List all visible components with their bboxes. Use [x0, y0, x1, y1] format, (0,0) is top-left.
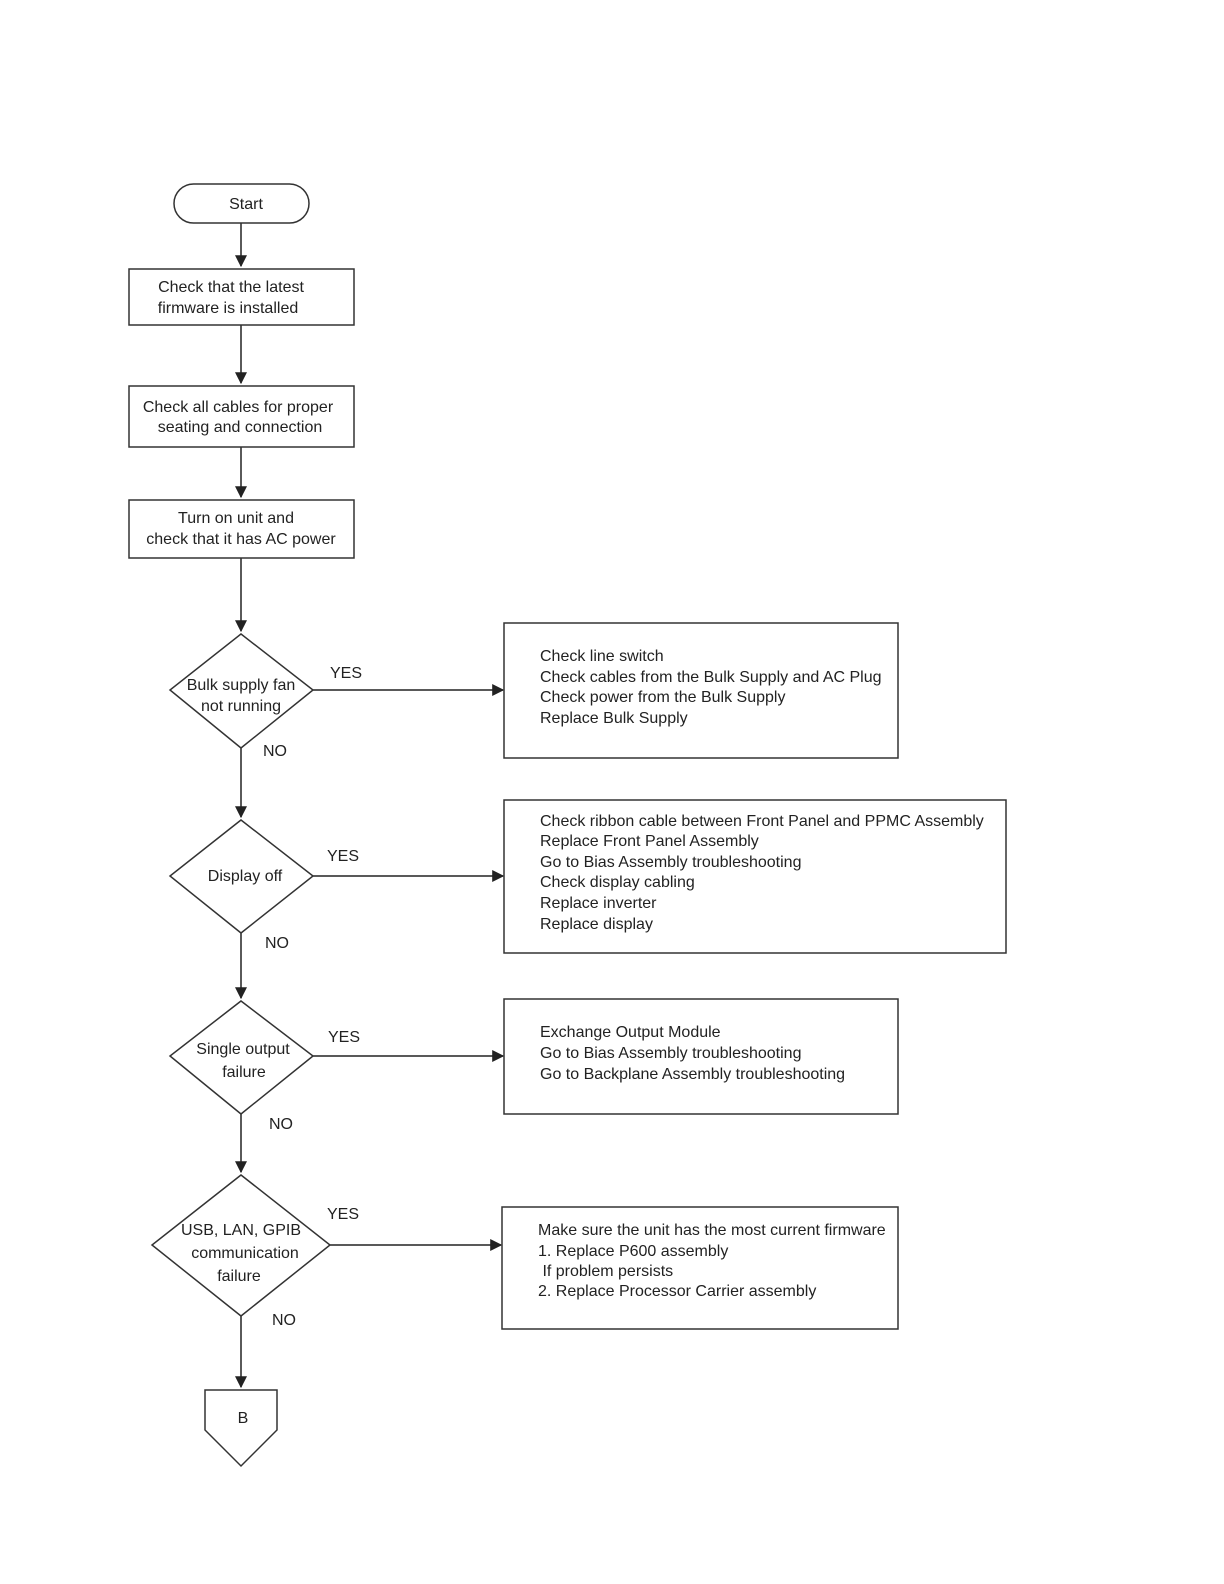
- process-step-cables: Check all cables for proper seating and …: [128, 385, 355, 448]
- step-line: check that it has AC power: [146, 531, 336, 548]
- decision-bulk-supply-fan: Bulk supply fan not running YES NO: [168, 633, 362, 760]
- step-line: firmware is installed: [158, 300, 298, 317]
- decision-line: not running: [201, 698, 281, 715]
- action-line: 1. Replace P600 assembly: [538, 1243, 728, 1260]
- connector-label: B: [238, 1410, 249, 1427]
- action-line: Check line switch: [540, 648, 664, 665]
- process-step-firmware: Check that the latest firmware is instal…: [128, 268, 355, 326]
- start-shape: [173, 183, 310, 224]
- decision-display-off: Display off YES NO: [168, 819, 359, 952]
- yes-label: YES: [330, 665, 362, 682]
- decision-diamond: [168, 1000, 315, 1115]
- offpage-connector-b: B: [204, 1389, 278, 1468]
- action-line: Replace inverter: [540, 895, 657, 912]
- action-line: Replace Front Panel Assembly: [540, 833, 759, 850]
- offpage-connector-shape: [204, 1389, 278, 1468]
- process-step-power: Turn on unit and check that it has AC po…: [128, 499, 355, 559]
- yes-label: YES: [327, 848, 359, 865]
- action-box-communication: Make sure the unit has the most current …: [501, 1206, 899, 1330]
- decision-line: USB, LAN, GPIB: [181, 1222, 301, 1239]
- action-box: [503, 622, 899, 759]
- action-line: If problem persists: [538, 1263, 673, 1280]
- action-line: Go to Bias Assembly troubleshooting: [540, 1045, 801, 1062]
- decision-communication-failure: USB, LAN, GPIB communication failure YES…: [150, 1174, 359, 1329]
- flow-edges: [235, 223, 505, 1389]
- action-line: Check cables from the Bulk Supply and AC…: [540, 669, 882, 686]
- action-line: Go to Bias Assembly troubleshooting: [540, 854, 801, 871]
- decision-diamond: [168, 633, 315, 749]
- action-line: Check display cabling: [540, 874, 695, 891]
- yes-label: YES: [327, 1206, 359, 1223]
- start-terminator: Start: [173, 183, 310, 224]
- action-line: Check ribbon cable between Front Panel a…: [540, 813, 984, 830]
- action-box-display: Check ribbon cable between Front Panel a…: [503, 799, 1007, 954]
- no-label: NO: [263, 743, 287, 760]
- no-label: NO: [269, 1116, 293, 1133]
- process-box: [128, 499, 355, 559]
- action-box: [503, 799, 1007, 954]
- decision-line: Display off: [208, 868, 283, 885]
- action-box-bulk-supply: Check line switch Check cables from the …: [503, 622, 899, 759]
- step-line: Check that the latest: [158, 279, 304, 296]
- action-box: [501, 1206, 899, 1330]
- step-line: seating and connection: [158, 419, 323, 436]
- no-label: NO: [265, 935, 289, 952]
- start-label: Start: [229, 196, 263, 213]
- action-box-output-module: Exchange Output Module Go to Bias Assemb…: [503, 998, 899, 1115]
- step-line: Turn on unit and: [178, 510, 294, 527]
- decision-line: failure: [222, 1064, 266, 1081]
- decision-line: Single output: [196, 1041, 290, 1058]
- action-line: Replace Bulk Supply: [540, 710, 688, 727]
- decision-diamond: [168, 819, 315, 934]
- decision-line: failure: [217, 1268, 261, 1285]
- process-box: [128, 385, 355, 448]
- action-line: Go to Backplane Assembly troubleshooting: [540, 1066, 845, 1083]
- process-box: [128, 268, 355, 326]
- decision-single-output-failure: Single output failure YES NO: [168, 1000, 360, 1133]
- action-line: Check power from the Bulk Supply: [540, 689, 785, 706]
- decision-line: Bulk supply fan: [187, 677, 296, 694]
- no-label: NO: [272, 1312, 296, 1329]
- decision-line: communication: [191, 1245, 299, 1262]
- yes-label: YES: [328, 1029, 360, 1046]
- action-box: [503, 998, 899, 1115]
- action-line: 2. Replace Processor Carrier assembly: [538, 1283, 816, 1300]
- action-line: Make sure the unit has the most current …: [538, 1222, 886, 1239]
- decision-diamond: [150, 1174, 332, 1317]
- action-line: Exchange Output Module: [540, 1024, 721, 1041]
- action-line: Replace display: [540, 916, 653, 933]
- step-line: Check all cables for proper: [143, 399, 334, 416]
